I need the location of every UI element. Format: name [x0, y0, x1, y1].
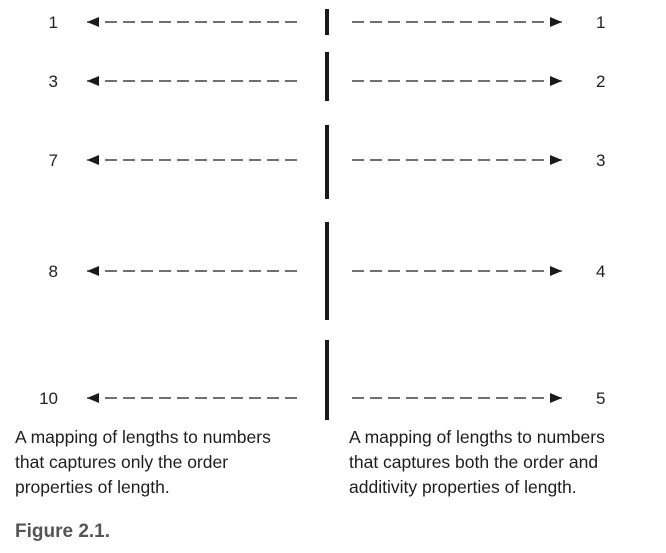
- caption-additive-mapping: A mapping of lengths to numbers that cap…: [349, 427, 605, 497]
- figure-label: Figure 2.1.: [15, 521, 111, 542]
- order-number-label: 10: [39, 389, 58, 408]
- order-number-label: 3: [49, 72, 58, 91]
- additive-number-label: 4: [596, 262, 605, 281]
- order-numbers: 1 3 7 8 10: [39, 13, 58, 408]
- additive-number-label: 1: [596, 13, 605, 32]
- right-arrows: [352, 17, 562, 403]
- order-number-label: 7: [49, 151, 58, 170]
- caption-order-mapping: A mapping of lengths to numbers that cap…: [15, 427, 271, 497]
- order-number-label: 8: [49, 262, 58, 281]
- additive-number-label: 5: [596, 389, 605, 408]
- order-number-label: 1: [49, 13, 58, 32]
- left-arrows: [87, 17, 297, 403]
- additive-numbers: 1 2 3 4 5: [596, 13, 605, 408]
- additive-number-label: 2: [596, 72, 605, 91]
- additive-number-label: 3: [596, 151, 605, 170]
